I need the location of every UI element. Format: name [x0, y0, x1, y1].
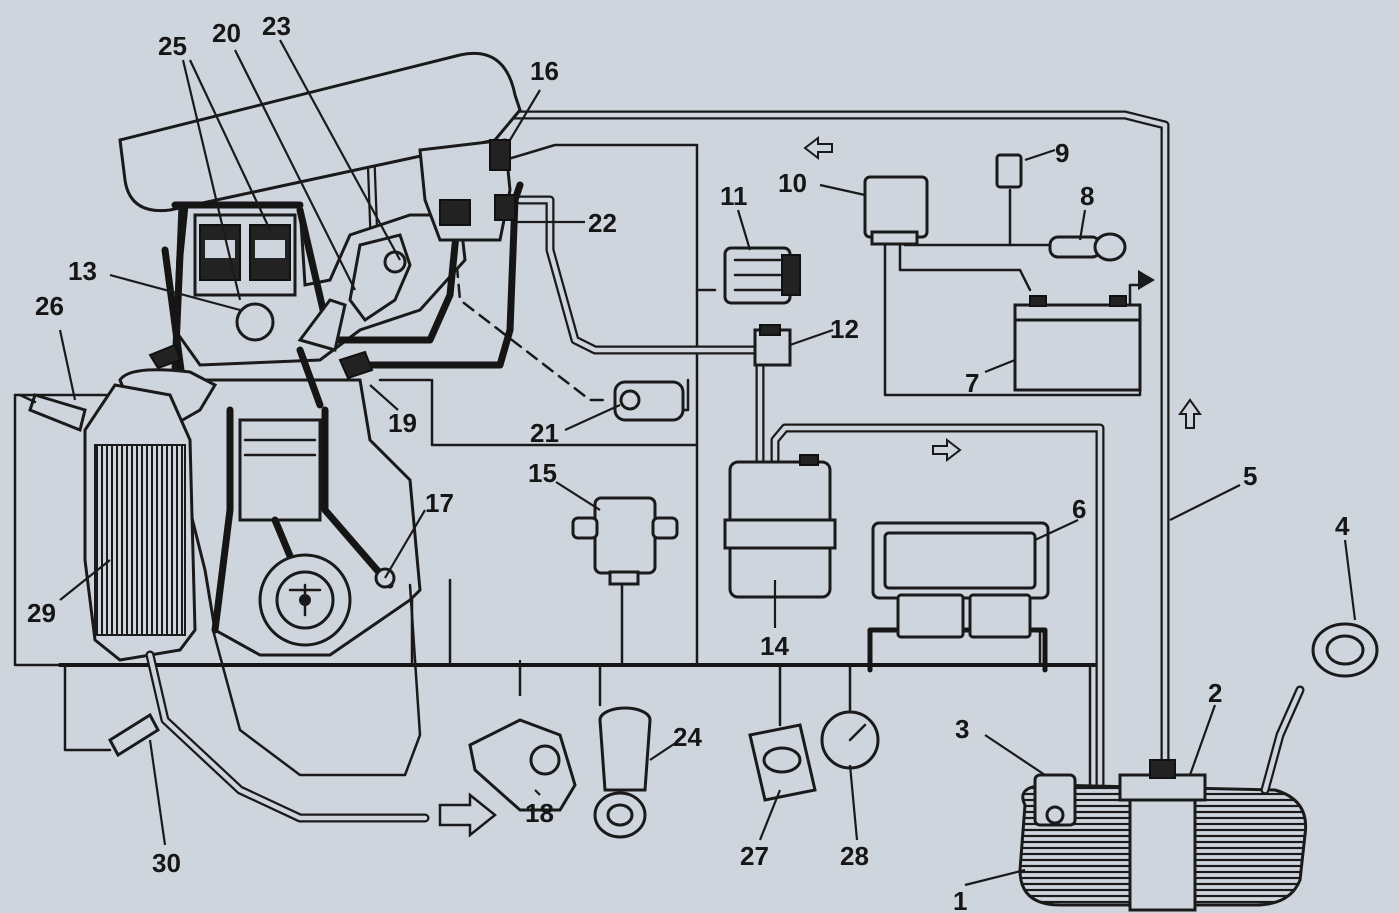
label-5: 5: [1243, 461, 1257, 491]
label-9: 9: [1055, 138, 1069, 168]
oxygen-sensor-downstream: [108, 712, 160, 758]
component-15: [571, 496, 679, 586]
label-1: 1: [953, 886, 967, 913]
label-4: 4: [1335, 511, 1350, 541]
label-14: 14: [760, 631, 789, 661]
component-9: [995, 153, 1023, 189]
label-30: 30: [152, 848, 181, 878]
label-24: 24: [673, 722, 702, 752]
component-4-filler-neck: [1260, 622, 1379, 795]
label-16: 16: [530, 56, 559, 86]
label-29: 29: [27, 598, 56, 628]
number-labels: 25 20 23 16 13 26 22 19 11 10 9 8 12 7 2…: [27, 11, 1350, 913]
component-8: [1048, 232, 1127, 262]
label-6: 6: [1072, 494, 1086, 524]
label-28: 28: [840, 841, 869, 871]
label-10: 10: [778, 168, 807, 198]
label-3: 3: [955, 714, 969, 744]
exhaust-system: [83, 368, 430, 823]
label-26: 26: [35, 291, 64, 321]
label-23: 23: [262, 11, 291, 41]
component-11: [723, 246, 801, 305]
engine-block: [148, 298, 422, 657]
component-21: [613, 380, 685, 422]
label-21: 21: [530, 418, 559, 448]
label-25: 25: [158, 31, 187, 61]
label-27: 27: [740, 841, 769, 871]
component-12: [753, 324, 792, 367]
component-10: [863, 175, 929, 246]
label-11: 11: [720, 181, 748, 211]
component-3-vent-valve: [1033, 773, 1077, 827]
component-27: [748, 723, 817, 802]
label-17: 17: [425, 488, 454, 518]
component-6-ecu: [871, 521, 1050, 639]
flow-arrows: [438, 135, 1202, 838]
label-8: 8: [1080, 181, 1094, 211]
component-18: [468, 718, 577, 812]
wiring-harness: [13, 143, 1142, 792]
component-28-gauge: [820, 710, 880, 770]
label-7: 7: [965, 368, 979, 398]
label-22: 22: [588, 208, 617, 238]
leader-lines: [58, 39, 1357, 887]
throttle-body: [348, 138, 516, 323]
component-2-fuel-pump: [1118, 759, 1207, 912]
oxygen-sensor-upstream: [18, 393, 87, 433]
label-18: 18: [525, 798, 554, 828]
label-20: 20: [212, 18, 241, 48]
label-13: 13: [68, 256, 97, 286]
label-19: 19: [388, 408, 417, 438]
label-15: 15: [528, 458, 557, 488]
label-12: 12: [830, 314, 859, 344]
component-24: [593, 706, 652, 839]
label-2: 2: [1208, 678, 1222, 708]
component-14-canister: [723, 454, 837, 599]
component-7-battery: [1013, 295, 1142, 392]
